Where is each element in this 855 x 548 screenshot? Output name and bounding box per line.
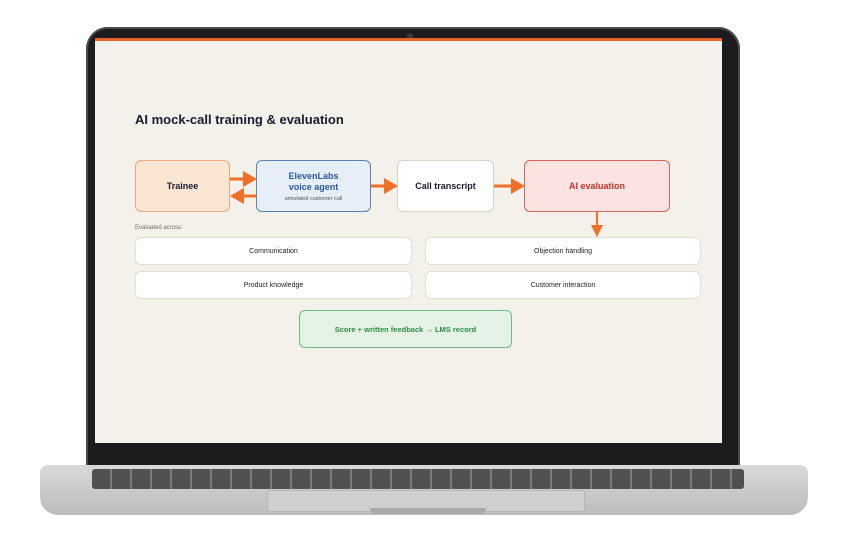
- ai-evaluation-node: AI evaluation: [524, 160, 670, 212]
- criterion-product-knowledge: Product knowledge: [135, 271, 412, 299]
- camera-icon: [407, 33, 413, 39]
- call-transcript-node: Call transcript: [397, 160, 494, 212]
- arrowhead-voice-to-transcript: [384, 178, 398, 194]
- voice-agent-line1: ElevenLabs: [288, 170, 339, 181]
- trainee-label: Trainee: [166, 181, 199, 191]
- result-label: Score + written feedback → LMS record: [334, 324, 477, 334]
- voice-agent-line2: voice agent: [288, 181, 339, 192]
- base-lip: [370, 508, 486, 514]
- criterion-label: Objection handling: [534, 247, 592, 255]
- flow-arrows: [230, 171, 603, 237]
- ai-evaluation-label: AI evaluation: [568, 181, 625, 191]
- criterion-customer-interaction: Customer interaction: [425, 271, 701, 299]
- screen: AI mock-call training & evaluation Train…: [95, 38, 722, 443]
- keyboard: [92, 469, 744, 489]
- trainee-node: Trainee: [135, 160, 230, 212]
- criterion-label: Product knowledge: [243, 281, 304, 289]
- criterion-communication: Communication: [135, 237, 412, 265]
- call-transcript-label: Call transcript: [415, 181, 476, 191]
- criterion-label: Customer interaction: [530, 281, 596, 289]
- voice-agent-sub: simulated customer call: [284, 195, 343, 202]
- arrowhead-transcript-to-ai: [511, 178, 525, 194]
- criterion-label: Communication: [249, 247, 298, 255]
- laptop-chin: [95, 443, 722, 461]
- accent-bar: [95, 38, 722, 41]
- arrowhead-ai-to-criteria: [591, 225, 603, 237]
- diagram-title: AI mock-call training & evaluation: [135, 112, 344, 127]
- evaluated-label: Evaluated across:: [135, 225, 183, 231]
- voice-agent-node: ElevenLabs voice agent simulated custome…: [256, 160, 371, 212]
- criterion-objection-handling: Objection handling: [425, 237, 701, 265]
- result-node: Score + written feedback → LMS record: [299, 310, 512, 348]
- arrowhead-trainee-to-voice: [243, 171, 257, 187]
- arrowhead-voice-to-trainee: [230, 188, 244, 204]
